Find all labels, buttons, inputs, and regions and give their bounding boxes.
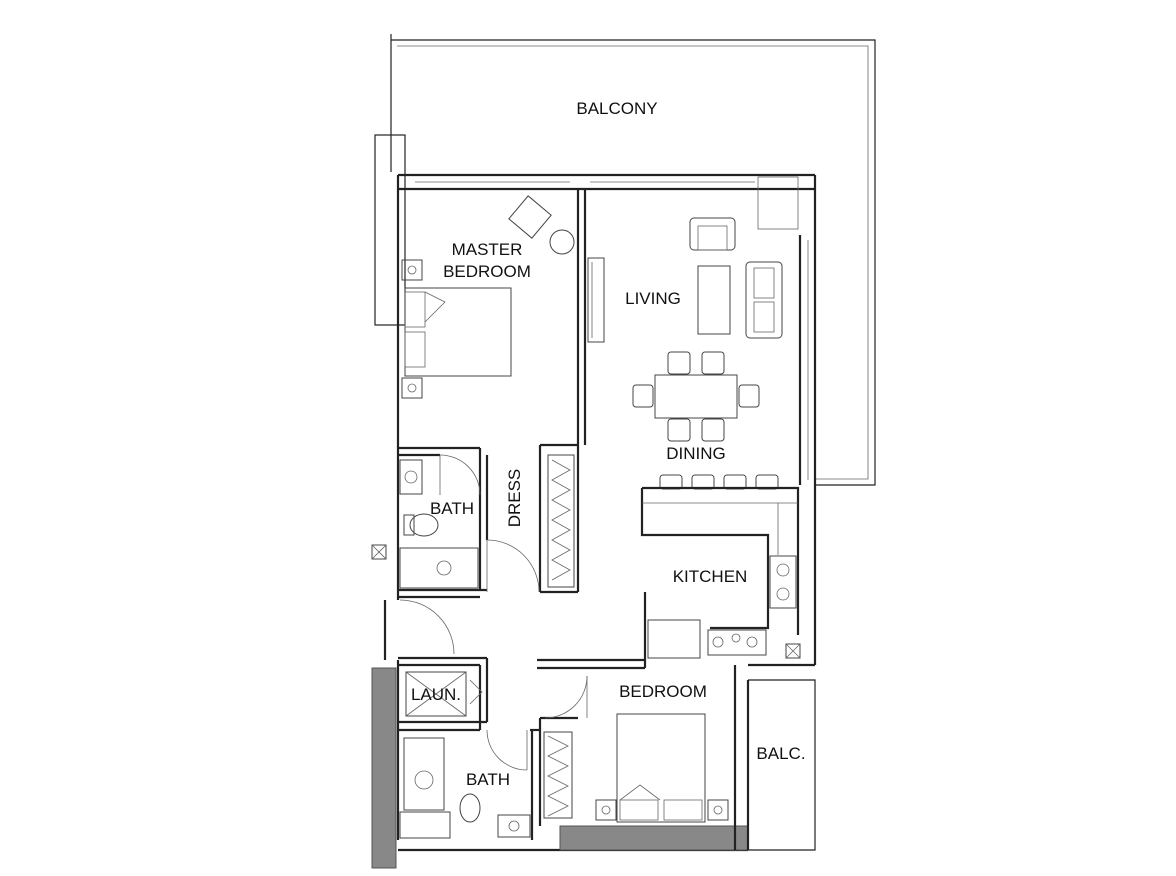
label-balcony: BALCONY	[576, 99, 657, 118]
label-bath-second: BATH	[466, 770, 510, 789]
label-bedroom: BEDROOM	[619, 682, 707, 701]
balcony-outline	[390, 34, 876, 486]
doors	[399, 454, 588, 771]
living-furniture	[689, 217, 783, 339]
label-kitchen: KITCHEN	[673, 567, 748, 586]
armchair	[508, 195, 575, 255]
laundry-fixtures	[405, 671, 483, 717]
tv-unit	[587, 257, 605, 343]
bedroom-wardrobe	[543, 731, 573, 819]
outer-walls	[371, 134, 817, 869]
label-bath-master: BATH	[430, 499, 474, 518]
kitchen-counter	[640, 474, 801, 659]
master-bath-fixtures	[371, 459, 479, 589]
label-master-bedroom-line1: MASTER	[452, 240, 523, 259]
label-laundry: LAUN.	[411, 685, 461, 704]
label-balcony-small: BALC.	[756, 744, 805, 763]
bedroom-bed	[595, 713, 729, 823]
second-bath-fixtures	[399, 737, 531, 839]
label-master-bedroom-line2: BEDROOM	[443, 262, 531, 281]
label-dining: DINING	[666, 444, 726, 463]
dress-wardrobe	[547, 454, 575, 588]
label-living: LIVING	[625, 289, 681, 308]
master-bed	[401, 259, 512, 399]
label-dress: DRESS	[505, 469, 524, 528]
dining-table	[632, 351, 760, 442]
